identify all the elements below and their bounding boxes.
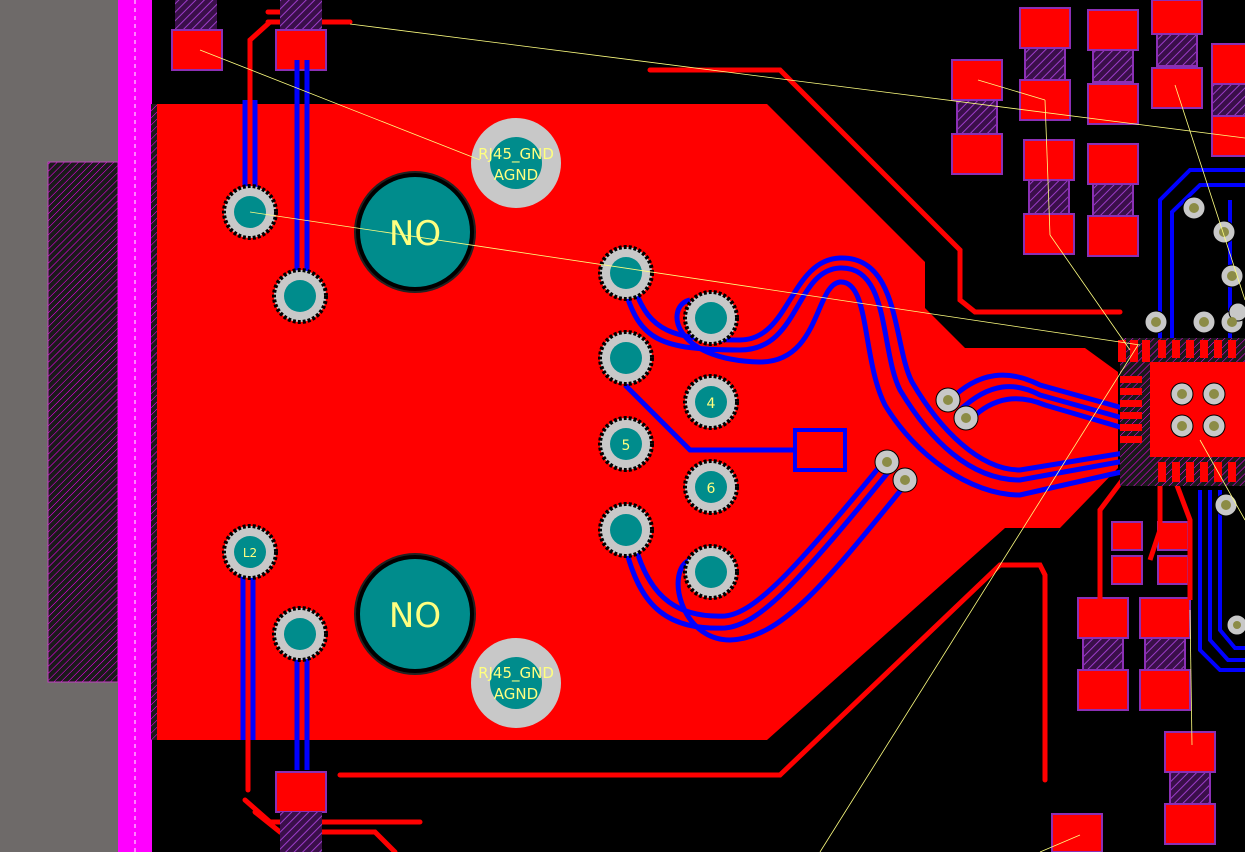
mount-hole-label-top: NO xyxy=(389,214,441,254)
smd-pads-right[interactable] xyxy=(951,0,1245,852)
ic-qfn[interactable] xyxy=(1118,338,1245,486)
vias[interactable] xyxy=(874,196,1245,636)
ratsnest xyxy=(199,23,1245,852)
pour-edge xyxy=(151,104,157,740)
gnd-hole-label-top-line1: RJ45_GND xyxy=(478,145,554,164)
pad-group-top-left[interactable] xyxy=(171,0,327,852)
mount-holes[interactable] xyxy=(354,118,561,728)
pin-label-5: 5 xyxy=(622,438,631,454)
connector-pads[interactable] xyxy=(222,184,739,662)
bottom-traces-right[interactable] xyxy=(1158,168,1245,672)
mount-hole-label-bottom: NO xyxy=(389,596,441,636)
pin-label-6: 6 xyxy=(707,481,716,497)
gnd-hole-label-bottom-line1: RJ45_GND xyxy=(478,664,554,683)
pin-label-4: 4 xyxy=(707,396,716,412)
gnd-hole-label-top-line2: AGND xyxy=(494,166,538,184)
top-traces[interactable] xyxy=(242,9,1123,852)
keepout-hatch xyxy=(47,161,119,683)
pad-square[interactable] xyxy=(793,428,847,472)
gnd-hole-label-bottom-line2: AGND xyxy=(494,685,538,703)
led-label: L2 xyxy=(243,546,257,560)
